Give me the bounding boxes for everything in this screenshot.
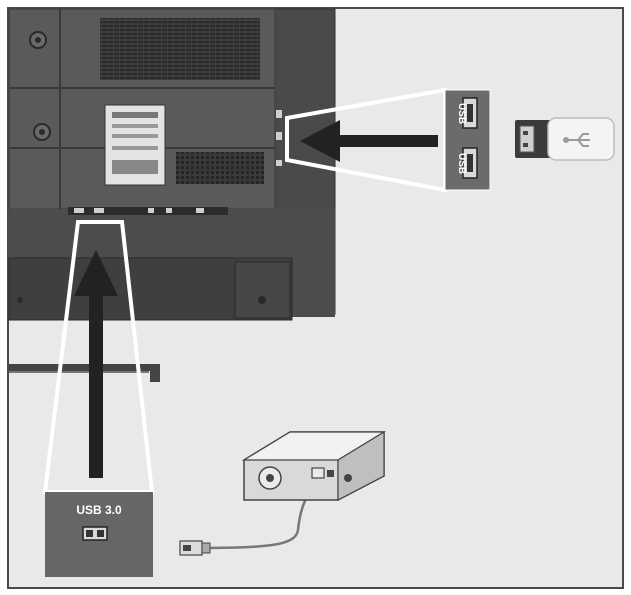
usb3-port [82, 526, 108, 541]
usb-port-bottom-label: USB [456, 153, 467, 174]
usb-plug-icon [179, 540, 211, 556]
usb-port-top-label: USB [456, 103, 467, 124]
tv-rear-panel [8, 8, 336, 321]
usb-port-bottom: USB [456, 147, 478, 179]
arrow-icon [300, 120, 438, 162]
screw-icon [33, 123, 51, 141]
usb-stick-icon [515, 117, 615, 161]
arrow-icon [74, 250, 118, 478]
side-usb-port-panel: USB USB [456, 97, 478, 179]
usb3-port-panel: USB 3.0 [45, 492, 153, 577]
screw-icon [29, 31, 47, 49]
vent-grille [100, 18, 260, 80]
speaker-grille [176, 152, 264, 184]
external-hard-drive-icon [241, 430, 387, 501]
usb-port-top: USB [456, 97, 478, 129]
tv-stand [9, 364, 160, 382]
usb3-label: USB 3.0 [76, 503, 122, 517]
